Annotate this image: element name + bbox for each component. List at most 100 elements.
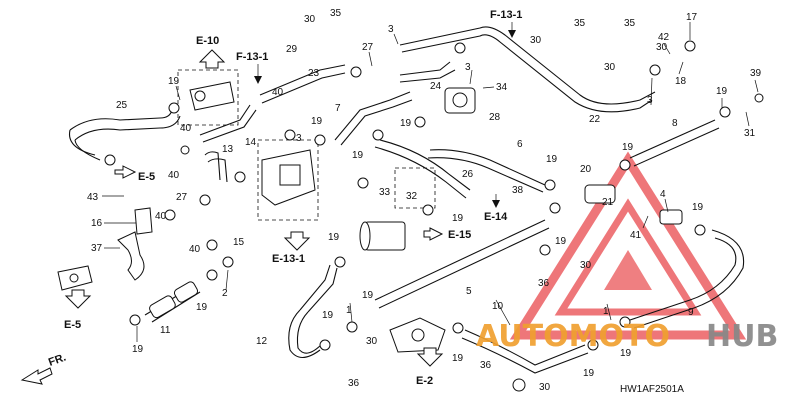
ref-e5-left: E-5	[114, 165, 155, 183]
svg-text:E-14: E-14	[484, 211, 508, 223]
ref-f13-right: F-13-1	[490, 9, 522, 38]
svg-text:20: 20	[580, 164, 592, 175]
hose-clamps	[104, 40, 764, 392]
svg-text:23: 23	[308, 68, 320, 79]
ref-e14: E-14	[484, 194, 508, 223]
svg-text:30: 30	[304, 14, 316, 25]
svg-text:43: 43	[87, 192, 99, 203]
svg-text:19: 19	[692, 202, 704, 213]
svg-text:9: 9	[688, 307, 694, 318]
part-number-labels: 30 35 3 27 29 23 40 19 25 40 14 3 19 7 1…	[87, 8, 762, 393]
ref-e2: E-2	[416, 347, 444, 387]
svg-text:36: 36	[538, 278, 550, 289]
svg-text:19: 19	[311, 116, 323, 127]
svg-text:19: 19	[322, 310, 334, 321]
svg-text:F-13-1: F-13-1	[236, 51, 268, 63]
svg-text:2: 2	[222, 288, 228, 299]
svg-text:3: 3	[647, 95, 653, 106]
svg-text:30: 30	[530, 35, 542, 46]
svg-text:5: 5	[466, 286, 472, 297]
svg-text:30: 30	[604, 62, 616, 73]
ref-e10: E-10	[196, 35, 226, 69]
svg-text:19: 19	[452, 213, 464, 224]
svg-text:6: 6	[517, 139, 523, 150]
svg-text:35: 35	[330, 8, 342, 19]
svg-text:E-15: E-15	[448, 229, 471, 241]
svg-text:40: 40	[168, 170, 180, 181]
svg-text:40: 40	[189, 244, 201, 255]
svg-text:19: 19	[352, 150, 364, 161]
svg-text:19: 19	[196, 302, 208, 313]
svg-text:39: 39	[750, 68, 762, 79]
hose-lines	[68, 26, 745, 374]
diagram-code: HW1AF2501A	[620, 384, 684, 395]
svg-text:17: 17	[686, 12, 698, 23]
svg-text:41: 41	[630, 230, 642, 241]
svg-text:32: 32	[406, 191, 418, 202]
svg-text:30: 30	[656, 42, 668, 53]
svg-text:34: 34	[496, 82, 508, 93]
svg-text:15: 15	[233, 237, 245, 248]
ref-e13: E-13-1	[272, 231, 311, 265]
svg-text:10: 10	[492, 301, 504, 312]
svg-text:31: 31	[744, 128, 756, 139]
svg-text:25: 25	[116, 100, 128, 111]
leader-lines	[102, 22, 759, 342]
svg-text:E-5: E-5	[64, 319, 81, 331]
svg-text:35: 35	[624, 18, 636, 29]
svg-text:19: 19	[583, 368, 595, 379]
svg-text:4: 4	[660, 189, 666, 200]
svg-text:21: 21	[602, 197, 614, 208]
svg-text:19: 19	[555, 236, 567, 247]
svg-text:27: 27	[362, 42, 374, 53]
svg-text:30: 30	[366, 336, 378, 347]
svg-text:14: 14	[245, 137, 257, 148]
ref-e15: E-15	[423, 227, 471, 241]
svg-text:E-5: E-5	[138, 171, 155, 183]
svg-text:E-2: E-2	[416, 375, 433, 387]
svg-text:19: 19	[328, 232, 340, 243]
watermark-triangle	[509, 151, 747, 340]
svg-text:E-10: E-10	[196, 35, 219, 47]
component-shapes	[57, 69, 683, 353]
svg-text:3: 3	[388, 24, 394, 35]
svg-text:19: 19	[620, 348, 632, 359]
svg-text:40: 40	[155, 211, 167, 222]
svg-text:F-13-1: F-13-1	[490, 9, 522, 21]
svg-text:11: 11	[160, 325, 171, 336]
svg-text:42: 42	[658, 32, 670, 43]
svg-text:16: 16	[91, 218, 103, 229]
svg-text:7: 7	[335, 103, 341, 114]
svg-text:35: 35	[574, 18, 586, 29]
svg-text:22: 22	[589, 114, 601, 125]
svg-text:24: 24	[430, 81, 442, 92]
svg-text:33: 33	[379, 187, 391, 198]
svg-text:29: 29	[286, 44, 298, 55]
svg-text:37: 37	[91, 243, 103, 254]
svg-text:30: 30	[580, 260, 592, 271]
svg-text:19: 19	[362, 290, 374, 301]
svg-text:13: 13	[222, 144, 234, 155]
svg-text:38: 38	[512, 185, 524, 196]
watermark-text: AUTOMOTO HUB	[476, 319, 778, 354]
svg-text:26: 26	[462, 169, 474, 180]
svg-text:27: 27	[176, 192, 188, 203]
svg-text:19: 19	[452, 353, 464, 364]
front-direction-arrow: FR.	[20, 351, 68, 385]
svg-text:AUTOMOTO: AUTOMOTO	[476, 319, 670, 354]
svg-text:19: 19	[622, 142, 634, 153]
svg-text:3: 3	[465, 62, 471, 73]
svg-text:3: 3	[296, 133, 302, 144]
svg-text:40: 40	[272, 87, 284, 98]
svg-text:19: 19	[132, 344, 144, 355]
svg-text:19: 19	[716, 86, 728, 97]
svg-text:19: 19	[168, 76, 180, 87]
svg-text:12: 12	[256, 336, 268, 347]
svg-text:8: 8	[672, 118, 678, 129]
svg-text:FR.: FR.	[47, 351, 68, 368]
svg-text:18: 18	[675, 76, 687, 87]
ref-f13-left: F-13-1	[236, 51, 268, 84]
svg-text:28: 28	[489, 112, 501, 123]
svg-text:36: 36	[480, 360, 492, 371]
